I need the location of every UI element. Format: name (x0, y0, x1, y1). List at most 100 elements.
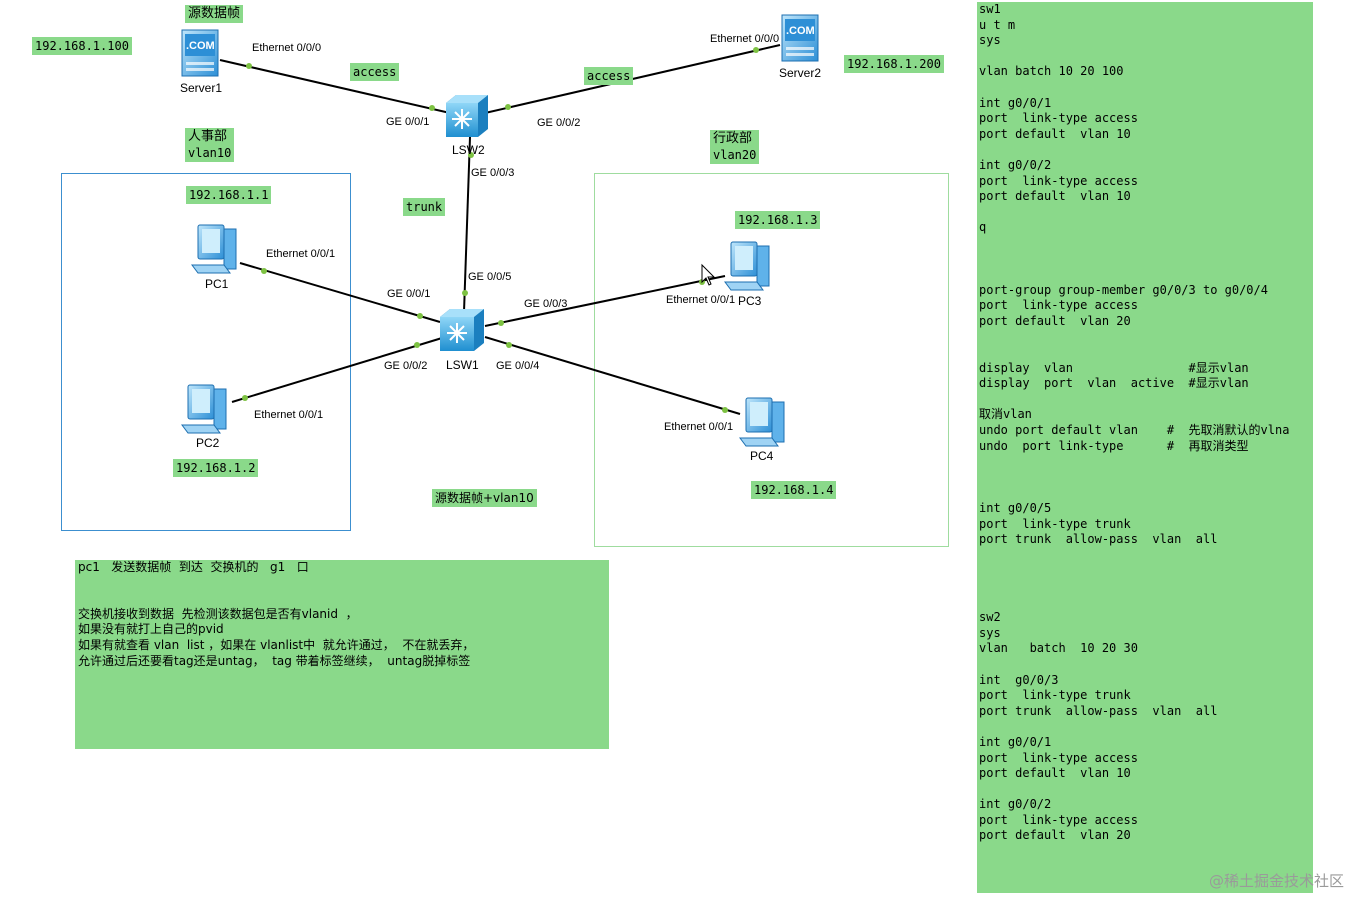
command-line: int g0/0/3 (979, 672, 1059, 687)
explanation-line: 如果有就查看 vlan list ，如果在 vlanlist中 就允许通过， 不… (78, 637, 475, 652)
command-line: port link-type access (979, 111, 1138, 126)
command-line: port link-type access (979, 298, 1138, 313)
command-line: undo port link-type # 再取消类型 (979, 438, 1249, 453)
lsw1-name: LSW1 (446, 358, 479, 372)
server2-icon (781, 14, 819, 62)
pc3-icon (724, 241, 770, 291)
command-line: 取消vlan (979, 407, 1032, 422)
hr-dept-name: 人事部 (188, 129, 228, 144)
command-line: int g0/0/2 (979, 157, 1052, 172)
command-line: display vlan #显示vlan (979, 360, 1249, 375)
command-line: port link-type access (979, 812, 1138, 827)
source-frame-label: 源数据帧 (185, 5, 244, 23)
lsw2-switch-icon (446, 95, 488, 137)
admin-dept-label: 行政部 vlan20 (710, 130, 760, 164)
explanation-line (78, 576, 609, 592)
command-line (979, 579, 1313, 595)
explanation-line: 交换机接收到数据 先检测该数据包是否有vlanid ， (78, 606, 358, 621)
server2-name: Server2 (779, 66, 822, 80)
mouse-cursor-icon (701, 263, 716, 286)
explanation-line: pc1 发送数据帧 到达 交换机的 g1 口 (78, 560, 309, 574)
command-line: vlan batch 10 20 100 (979, 64, 1124, 79)
explanation-line: 允许通过后还要看tag还是untag， tag 带着标签继续， untag脱掉标… (78, 653, 471, 668)
command-line: sw1 (979, 2, 1001, 16)
server2-ip: 192.168.1.200 (844, 55, 944, 73)
explanation-line: 如果没有就打上自己的pvid (78, 622, 224, 637)
command-line (979, 470, 1313, 486)
command-line (979, 719, 1313, 735)
command-line (979, 595, 1313, 611)
vlan20-area (594, 173, 949, 547)
pc3-ip: 192.168.1.3 (735, 211, 821, 229)
command-line (979, 49, 1313, 65)
command-line (979, 329, 1313, 345)
command-line: port default vlan 10 (979, 766, 1131, 781)
pc3-name: PC3 (738, 294, 762, 308)
pc1-ip: 192.168.1.1 (186, 186, 272, 204)
command-line (979, 548, 1313, 564)
pc2-icon (181, 384, 227, 434)
lsw2-g3-label: GE 0/0/3 (471, 167, 515, 179)
command-line: int g0/0/5 (979, 501, 1052, 515)
link-lsw2-lsw1 (463, 136, 471, 313)
lsw1-g2-label: GE 0/0/2 (384, 360, 428, 372)
port-dots (242, 47, 759, 413)
command-line: u t m (979, 17, 1016, 32)
command-line (979, 142, 1313, 158)
server1-badge: .COM (186, 40, 215, 52)
pc1-icon (191, 224, 237, 274)
server1-port-label: Ethernet 0/0/0 (252, 42, 322, 54)
command-line: port default vlan 20 (979, 313, 1131, 328)
lsw2-name: LSW2 (452, 143, 485, 157)
command-line: port trunk allow-pass vlan all (979, 703, 1218, 718)
lsw2-g1-label: GE 0/0/1 (386, 116, 430, 128)
command-line: port default vlan 20 (979, 828, 1131, 843)
command-line: sys (979, 33, 1001, 48)
server2-badge: .COM (786, 25, 815, 37)
server1-ip: 192.168.1.100 (32, 37, 132, 55)
command-line: vlan batch 10 20 30 (979, 641, 1138, 656)
hr-dept-vlan: vlan10 (188, 146, 232, 160)
link-pc2-lsw1 (231, 337, 443, 403)
command-line: port link-type trunk (979, 688, 1131, 703)
lsw1-g1-label: GE 0/0/1 (387, 288, 431, 300)
command-line (979, 236, 1313, 252)
command-line: port-group group-member g0/0/3 to g0/0/4 (979, 282, 1268, 297)
access-link-label-left: access (350, 63, 400, 81)
lsw1-g5-label: GE 0/0/5 (468, 271, 512, 283)
watermark: @稀土掘金技术社区 (1208, 872, 1344, 890)
command-line: port trunk allow-pass vlan all (979, 532, 1218, 547)
pc3-port-label: Ethernet 0/0/1 (666, 294, 736, 306)
lsw1-g4-label: GE 0/0/4 (496, 360, 540, 372)
command-line: undo port default vlan # 先取消默认的vlna (979, 423, 1290, 438)
lsw1-switch-icon (440, 309, 484, 351)
command-line (979, 454, 1313, 470)
pc4-port-label: Ethernet 0/0/1 (664, 421, 734, 433)
command-line (979, 782, 1313, 798)
command-line: int g0/0/1 (979, 734, 1052, 749)
command-line (979, 252, 1313, 268)
command-line (979, 563, 1313, 579)
command-line: sw2 (979, 610, 1001, 625)
server1-name: Server1 (180, 81, 223, 95)
command-line (979, 267, 1313, 283)
command-line (979, 392, 1313, 408)
command-line: port default vlan 10 (979, 189, 1131, 204)
pc1-port-label: Ethernet 0/0/1 (266, 248, 336, 260)
link-pc4-lsw1 (484, 336, 741, 415)
command-line: sys (979, 625, 1001, 640)
command-line: int g0/0/2 (979, 797, 1052, 812)
explanation-line (78, 591, 609, 607)
lsw1-g3-label: GE 0/0/3 (524, 298, 568, 310)
admin-dept-name: 行政部 (713, 131, 753, 146)
command-line: port default vlan 10 (979, 126, 1131, 141)
pc2-port-label: Ethernet 0/0/1 (254, 409, 324, 421)
server2-port-label: Ethernet 0/0/0 (710, 33, 780, 45)
pc4-name: PC4 (750, 449, 774, 463)
pc1-name: PC1 (205, 277, 229, 291)
command-line (979, 657, 1313, 673)
source-frame-vlan10-label: 源数据帧+vlan10 (432, 489, 537, 507)
command-line (979, 345, 1313, 361)
